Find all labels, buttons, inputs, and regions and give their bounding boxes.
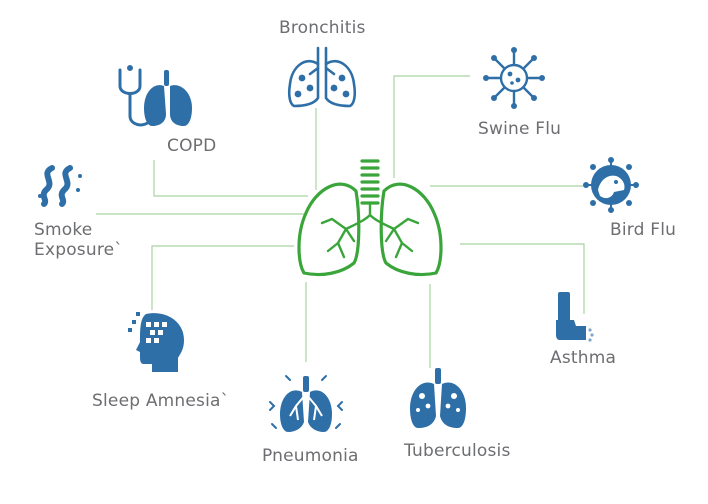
label-swine-flu: Swine Flu xyxy=(478,119,562,139)
label-pneumonia: Pneumonia xyxy=(262,446,359,466)
label-bronchitis: Bronchitis xyxy=(279,18,366,38)
spotted-lungs-icon xyxy=(410,368,466,428)
inhaler-icon xyxy=(556,292,594,342)
label-tuberculosis: Tuberculosis xyxy=(404,441,511,461)
inflamed-lungs-icon xyxy=(269,375,343,432)
label-copd: COPD xyxy=(167,136,217,156)
lungs-icon xyxy=(297,159,443,277)
connector-swine-flu xyxy=(393,75,470,178)
label-asthma: Asthma xyxy=(550,348,617,368)
label-sleep-amnesia: Sleep Amnesia` xyxy=(92,391,230,411)
smoke-icon xyxy=(38,165,82,207)
virus-icon xyxy=(483,47,545,109)
label-bird-flu: Bird Flu xyxy=(610,220,677,240)
label-smoke-exposure: Smoke Exposure` xyxy=(34,220,123,260)
bronchitis-lungs-icon xyxy=(287,46,357,108)
connector-asthma xyxy=(460,243,585,314)
connector-sleep-amnesia xyxy=(151,245,294,310)
head-profile-icon xyxy=(128,312,184,372)
connector-copd xyxy=(153,160,308,197)
bird-virus-icon xyxy=(583,157,639,213)
stethoscope-lungs-icon xyxy=(118,65,192,127)
